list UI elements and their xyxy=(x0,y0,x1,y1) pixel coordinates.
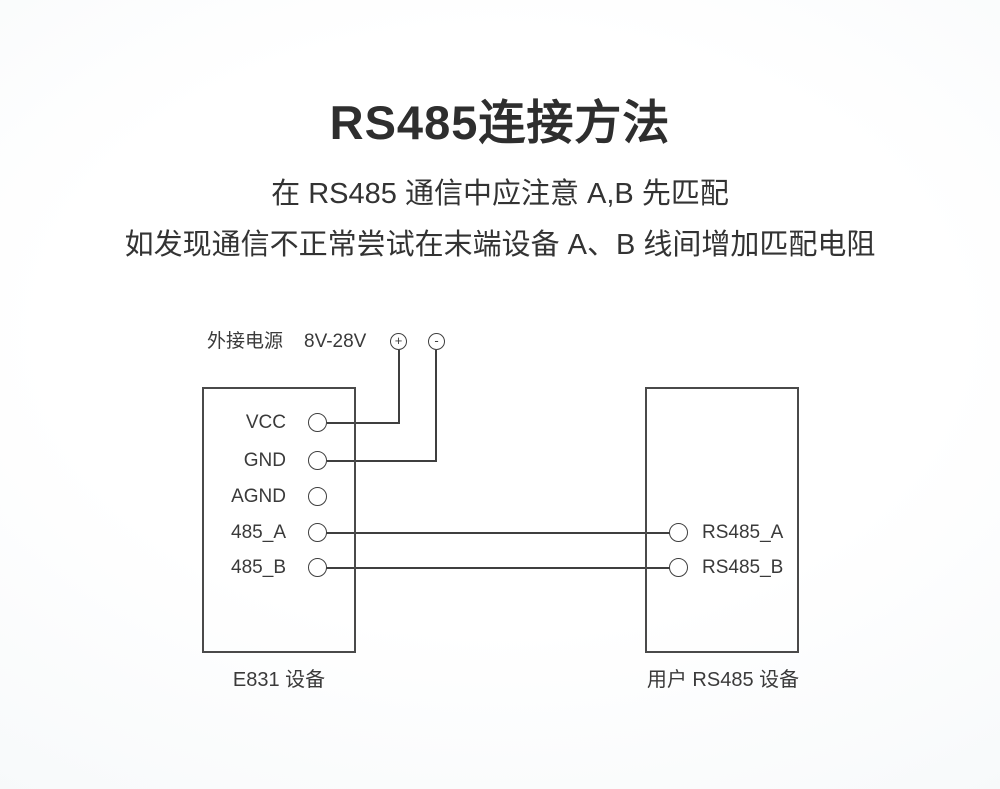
pin-label-agnd: AGND xyxy=(231,486,286,507)
pin-circle-rs485a xyxy=(669,523,688,542)
wire-485b-to-rs485b xyxy=(326,567,671,569)
plus-terminal-icon: + xyxy=(390,333,407,350)
pin-circle-vcc xyxy=(308,413,327,432)
subtitle-line-2: 如发现通信不正常尝试在末端设备 A、B 线间增加匹配电阻 xyxy=(124,229,876,261)
left-device-caption: E831 设备 xyxy=(232,669,326,691)
pin-label-rs485a: RS485_A xyxy=(702,522,784,543)
power-source-label: 外接电源 xyxy=(207,331,284,352)
wire-plus-vertical xyxy=(398,350,400,424)
pin-circle-485a xyxy=(308,523,327,542)
minus-terminal-icon: - xyxy=(428,333,445,350)
pin-label-gnd: GND xyxy=(243,450,286,471)
subtitle-line-1: 在 RS485 通信中应注意 A,B 先匹配 xyxy=(271,178,729,210)
wire-minus-to-gnd xyxy=(327,460,437,462)
minus-symbol: - xyxy=(434,333,439,348)
pin-circle-rs485b xyxy=(669,558,688,577)
pin-label-rs485b: RS485_B xyxy=(702,557,784,578)
pin-circle-agnd xyxy=(308,487,327,506)
pin-label-485b: 485_B xyxy=(231,557,286,578)
pin-label-485a: 485_A xyxy=(231,522,286,543)
wire-minus-vertical xyxy=(435,350,437,462)
page-title: RS485连接方法 xyxy=(329,96,671,149)
right-device-caption: 用户 RS485 设备 xyxy=(646,669,800,691)
wire-485a-to-rs485a xyxy=(326,532,671,534)
wire-plus-to-vcc xyxy=(327,422,400,424)
pin-label-vcc: VCC xyxy=(245,412,286,433)
user-rs485-device-box xyxy=(645,387,799,653)
plus-symbol: + xyxy=(394,333,403,348)
pin-circle-gnd xyxy=(308,451,327,470)
power-voltage-range: 8V-28V xyxy=(304,331,367,352)
pin-circle-485b xyxy=(308,558,327,577)
e831-device-box xyxy=(202,387,356,653)
